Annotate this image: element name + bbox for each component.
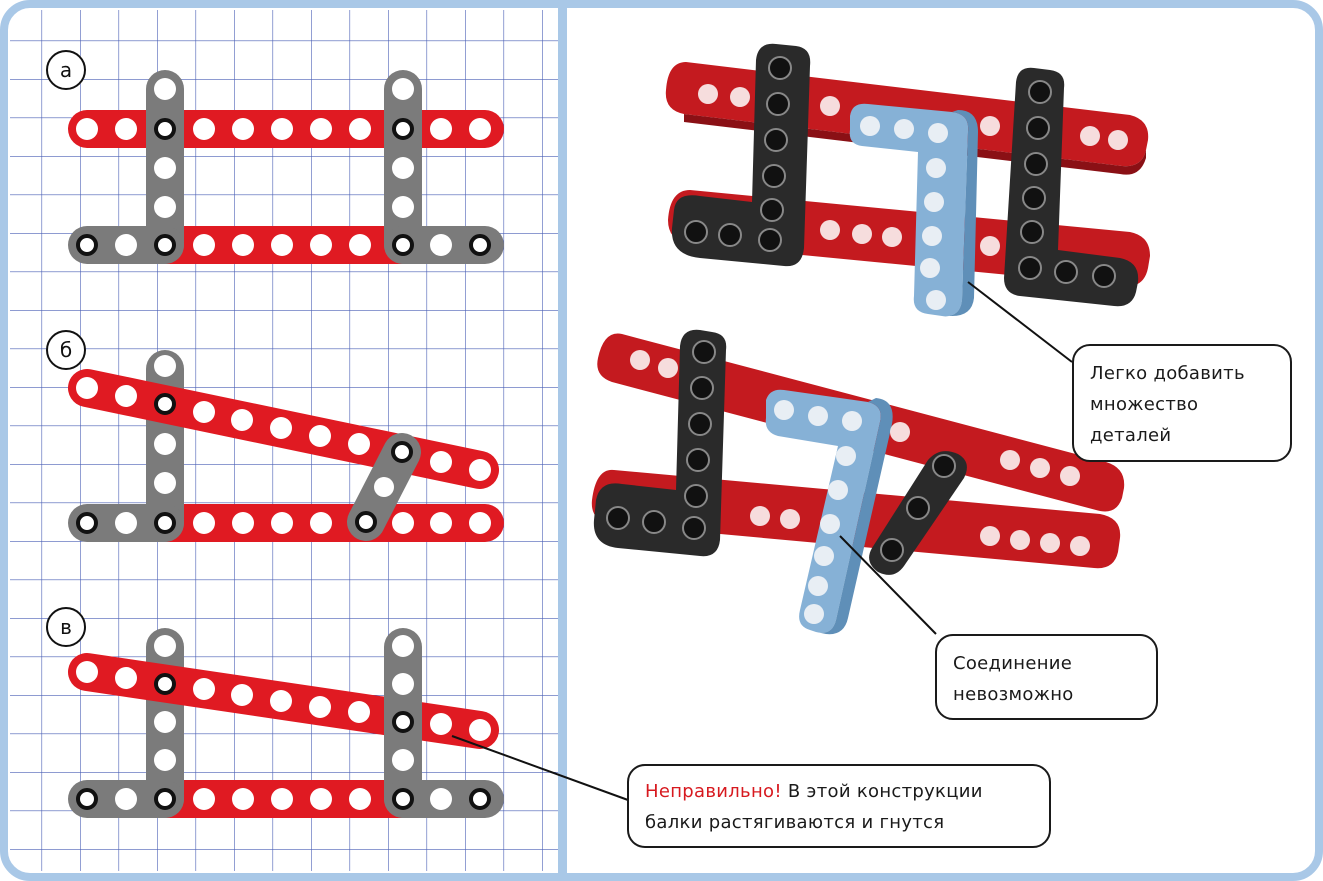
callout-easy-add: Легко добавить множество деталей xyxy=(1072,344,1292,462)
callout-easy-add-line1: Легко добавить xyxy=(1090,358,1274,389)
panel-label-a-text: а xyxy=(60,58,72,82)
panel-label-a: а xyxy=(47,51,85,89)
panel-label-c: в xyxy=(47,608,85,646)
callout-wrong-line2: балки растягиваются и гнутся xyxy=(645,807,1033,838)
panel-label-c-text: в xyxy=(60,615,72,639)
callout-impossible-line2: невозможно xyxy=(953,679,1140,710)
callout-impossible: Соединение невозможно xyxy=(935,634,1158,720)
callout-easy-add-line3: деталей xyxy=(1090,420,1274,451)
callout-wrong-line1: Неправильно! В этой конструкции xyxy=(645,776,1033,807)
callout-impossible-line1: Соединение xyxy=(953,648,1140,679)
callout-easy-add-line2: множество xyxy=(1090,389,1274,420)
panel-label-b-text: б xyxy=(60,338,72,362)
callout-wrong: Неправильно! В этой конструкции балки ра… xyxy=(627,764,1051,848)
panel-divider xyxy=(558,6,567,876)
panel-label-b: б xyxy=(47,331,85,369)
callout-wrong-prefix: Неправильно! xyxy=(645,781,782,802)
callout-wrong-rest: В этой конструкции xyxy=(782,781,983,802)
